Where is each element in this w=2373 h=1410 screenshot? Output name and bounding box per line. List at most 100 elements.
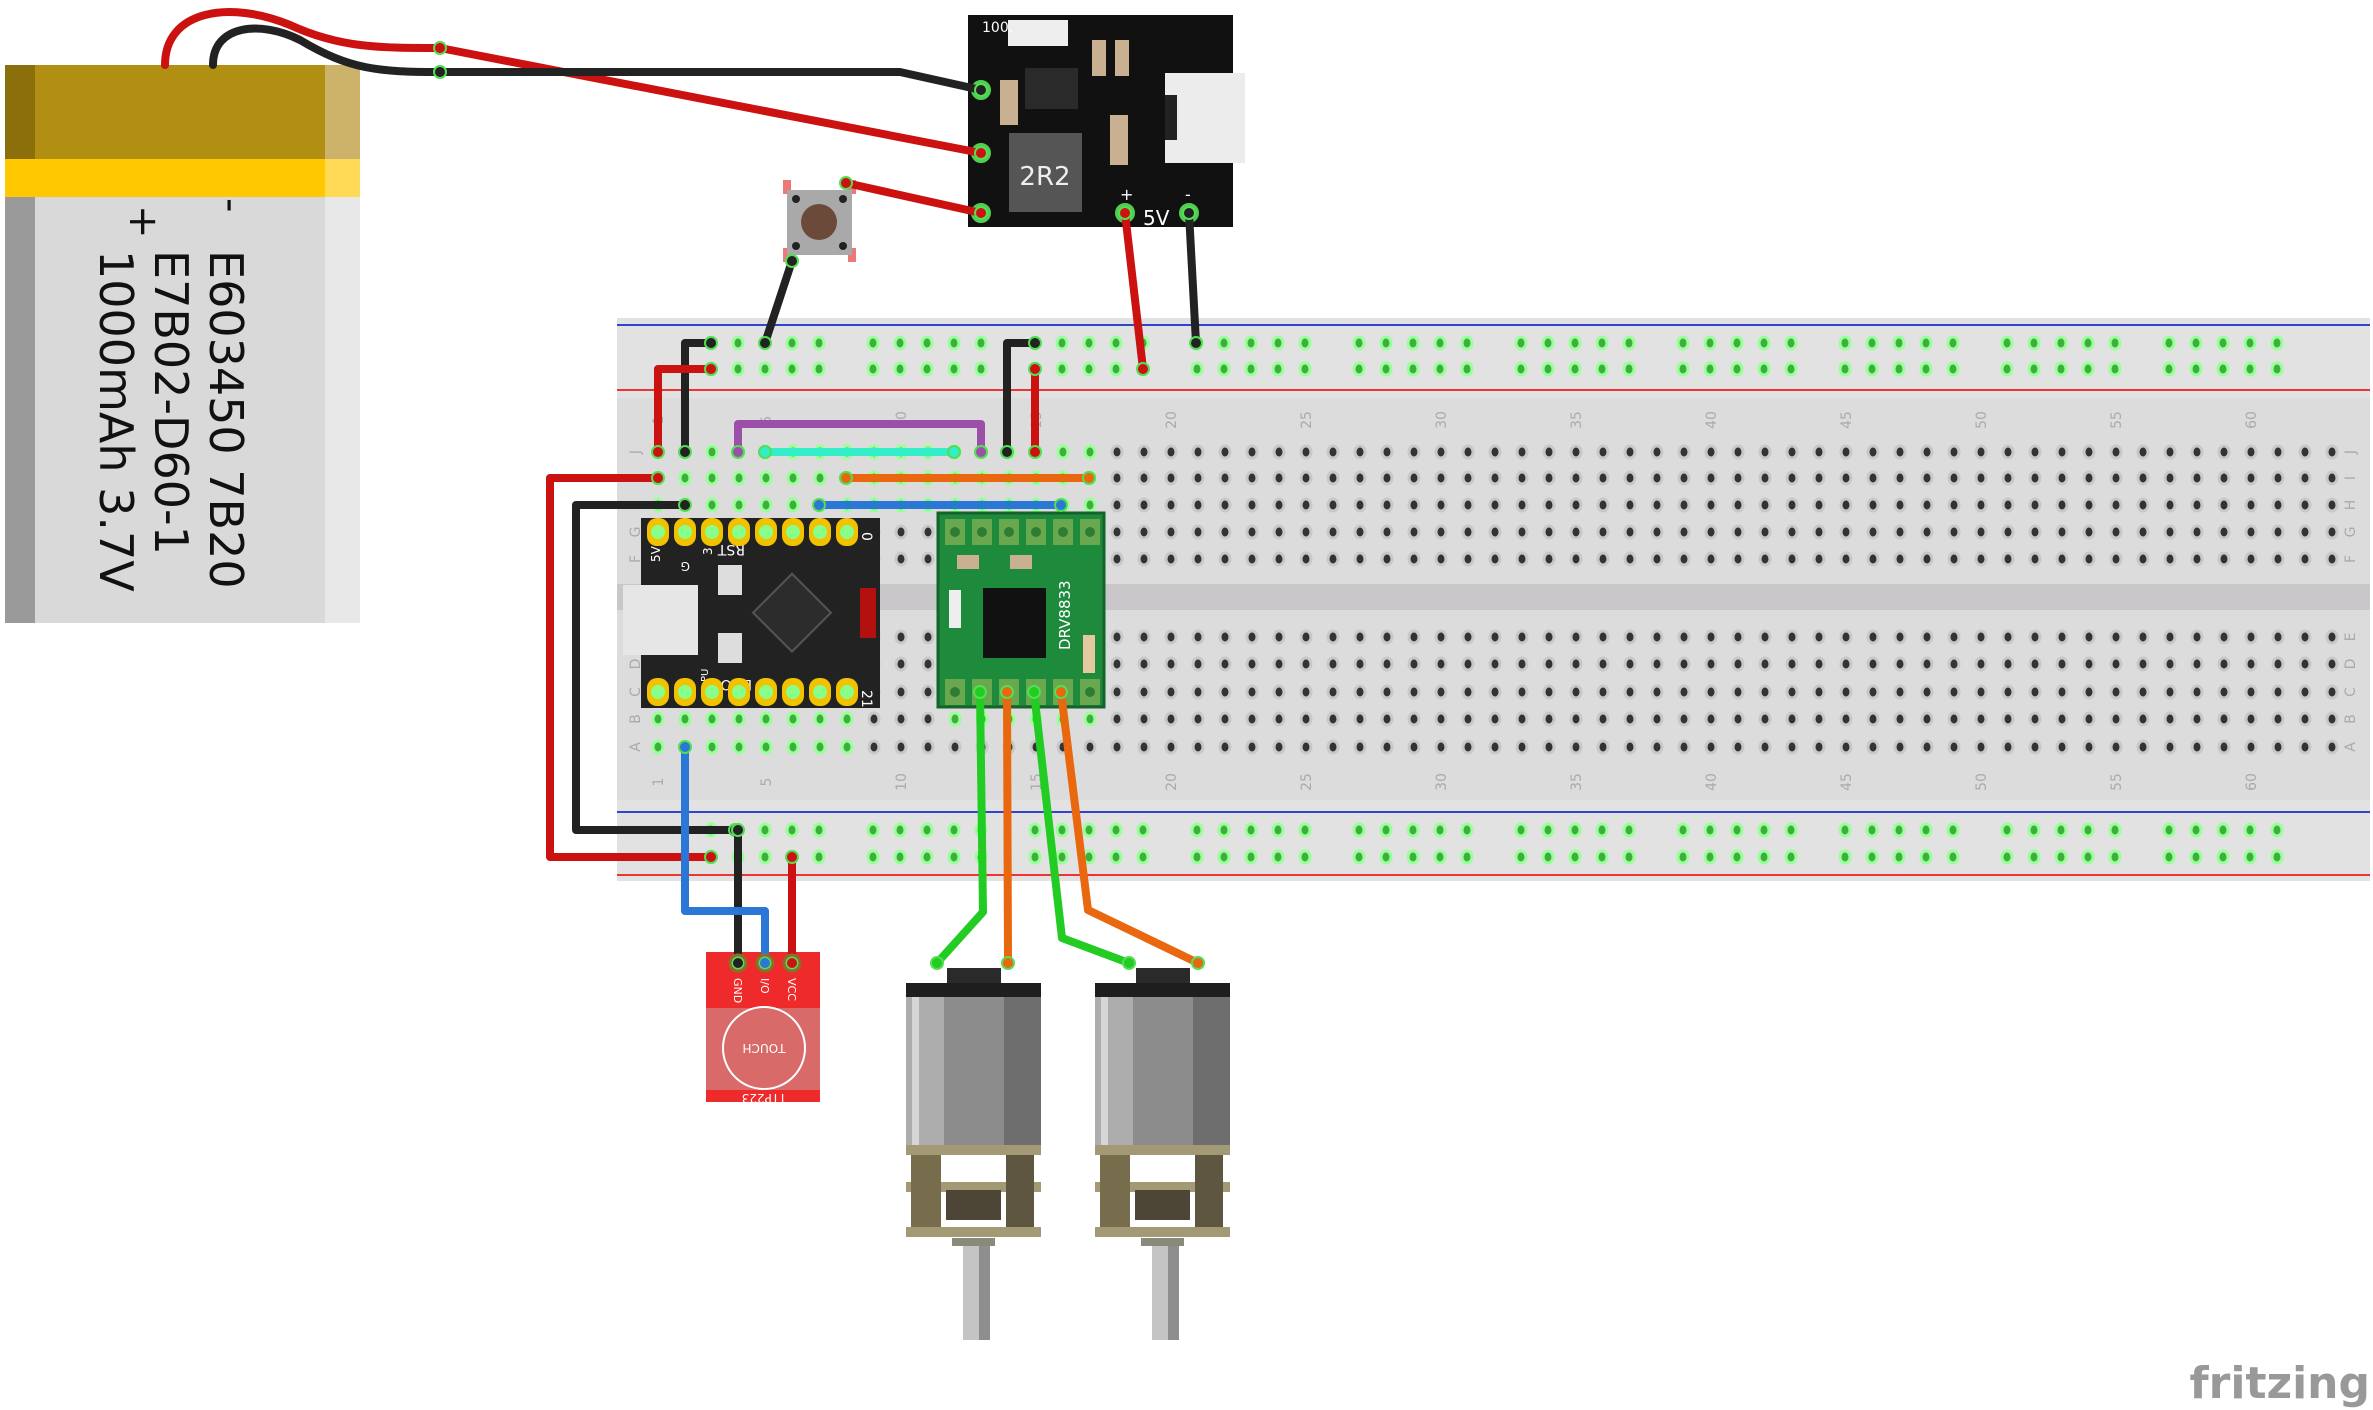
breadboard-hole[interactable] [2082, 629, 2096, 645]
breadboard-hole[interactable] [1164, 444, 1178, 460]
breadboard-hole[interactable] [1893, 470, 1907, 486]
breadboard-hole[interactable] [1812, 656, 1826, 672]
breadboard-hole[interactable] [1758, 470, 1772, 486]
breadboard-hole[interactable] [1974, 739, 1988, 755]
breadboard-hole[interactable] [1677, 711, 1691, 727]
breadboard-hole[interactable] [2217, 524, 2231, 540]
power-rail-hole[interactable] [2216, 822, 2230, 838]
power-rail-hole[interactable] [812, 849, 826, 865]
breadboard-hole[interactable] [1704, 497, 1718, 513]
breadboard-hole[interactable] [2028, 470, 2042, 486]
breadboard-hole[interactable] [1947, 551, 1961, 567]
wire-end[interactable] [1028, 362, 1042, 376]
breadboard-hole[interactable] [2298, 629, 2312, 645]
breadboard-hole[interactable] [1191, 656, 1205, 672]
breadboard-hole[interactable] [2190, 656, 2204, 672]
breadboard-hole[interactable] [1218, 551, 1232, 567]
breadboard-hole[interactable] [1110, 656, 1124, 672]
power-rail-hole[interactable] [1217, 849, 1231, 865]
breadboard-hole[interactable] [1245, 444, 1259, 460]
breadboard-hole[interactable] [2163, 444, 2177, 460]
breadboard-hole[interactable] [1137, 470, 1151, 486]
breadboard-hole[interactable] [2028, 629, 2042, 645]
power-rail-hole[interactable] [2270, 335, 2284, 351]
breadboard-hole[interactable] [1542, 656, 1556, 672]
wire-end[interactable] [785, 850, 799, 864]
power-rail-hole[interactable] [1946, 822, 1960, 838]
breadboard-hole[interactable] [2325, 524, 2339, 540]
breadboard-hole[interactable] [1245, 684, 1259, 700]
breadboard-hole[interactable] [1164, 739, 1178, 755]
breadboard-hole[interactable] [786, 497, 800, 513]
power-rail-hole[interactable] [2081, 822, 2095, 838]
breadboard-hole[interactable] [1164, 524, 1178, 540]
power-rail-hole[interactable] [893, 849, 907, 865]
power-rail-hole[interactable] [1703, 335, 1717, 351]
power-rail-hole[interactable] [2054, 849, 2068, 865]
breadboard-hole[interactable] [1569, 524, 1583, 540]
power-rail-hole[interactable] [1109, 361, 1123, 377]
breadboard-hole[interactable] [1731, 551, 1745, 567]
breadboard-hole[interactable] [1947, 444, 1961, 460]
microcontroller-board[interactable]: 5V G 3.3 RST BOOT PU 0 21 [623, 518, 880, 708]
power-rail-hole[interactable] [785, 822, 799, 838]
breadboard-hole[interactable] [1083, 739, 1097, 755]
breadboard-hole[interactable] [1596, 629, 1610, 645]
power-rail-hole[interactable] [1622, 361, 1636, 377]
breadboard-hole[interactable] [2217, 656, 2231, 672]
breadboard-hole[interactable] [1704, 470, 1718, 486]
breadboard-hole[interactable] [1299, 551, 1313, 567]
breadboard-hole[interactable] [1758, 739, 1772, 755]
breadboard-hole[interactable] [2244, 470, 2258, 486]
power-rail-hole[interactable] [1298, 335, 1312, 351]
breadboard-hole[interactable] [1839, 470, 1853, 486]
gear-motor[interactable] [906, 968, 1041, 1340]
breadboard-hole[interactable] [1596, 524, 1610, 540]
breadboard-hole[interactable] [894, 524, 908, 540]
power-rail-hole[interactable] [2189, 361, 2203, 377]
breadboard-hole[interactable] [1434, 470, 1448, 486]
breadboard-hole[interactable] [1218, 656, 1232, 672]
breadboard-hole[interactable] [1245, 470, 1259, 486]
breadboard-hole[interactable] [1623, 684, 1637, 700]
vcc-to-bottom-rail-wire[interactable] [546, 474, 715, 861]
breadboard-hole[interactable] [1407, 629, 1421, 645]
breadboard-hole[interactable] [1110, 739, 1124, 755]
breadboard-hole[interactable] [1731, 684, 1745, 700]
breadboard-hole[interactable] [894, 551, 908, 567]
power-rail-hole[interactable] [1541, 361, 1555, 377]
breadboard-hole[interactable] [1677, 524, 1691, 540]
breadboard-hole[interactable] [1974, 497, 1988, 513]
breadboard-hole[interactable] [1164, 684, 1178, 700]
breadboard-hole[interactable] [1623, 656, 1637, 672]
power-rail-hole[interactable] [2000, 335, 2014, 351]
breadboard-hole[interactable] [813, 711, 827, 727]
power-rail-hole[interactable] [1541, 822, 1555, 838]
breadboard-hole[interactable] [2109, 470, 2123, 486]
breadboard-hole[interactable] [1866, 656, 1880, 672]
power-rail-hole[interactable] [2027, 361, 2041, 377]
touch-pad[interactable] [722, 1006, 806, 1090]
breadboard-hole[interactable] [1731, 470, 1745, 486]
power-rail-hole[interactable] [1352, 849, 1366, 865]
power-rail-hole[interactable] [1271, 849, 1285, 865]
breadboard-hole[interactable] [1650, 711, 1664, 727]
breadboard-hole[interactable] [1893, 444, 1907, 460]
power-rail-hole[interactable] [1217, 335, 1231, 351]
power-rail-hole[interactable] [2081, 335, 2095, 351]
battery-plus-wire[interactable] [436, 44, 985, 157]
breadboard-hole[interactable] [2217, 497, 2231, 513]
breadboard-hole[interactable] [1191, 711, 1205, 727]
breadboard-hole[interactable] [1110, 470, 1124, 486]
breadboard-hole[interactable] [1137, 656, 1151, 672]
breadboard-hole[interactable] [1407, 444, 1421, 460]
breadboard-hole[interactable] [2109, 444, 2123, 460]
breadboard-hole[interactable] [2271, 684, 2285, 700]
wire-end[interactable] [758, 445, 772, 459]
breadboard-hole[interactable] [2001, 497, 2015, 513]
breadboard-hole[interactable] [2001, 656, 2015, 672]
breadboard-hole[interactable] [2055, 711, 2069, 727]
breadboard-hole[interactable] [1785, 497, 1799, 513]
breadboard-hole[interactable] [2190, 444, 2204, 460]
power-rail-hole[interactable] [2081, 361, 2095, 377]
